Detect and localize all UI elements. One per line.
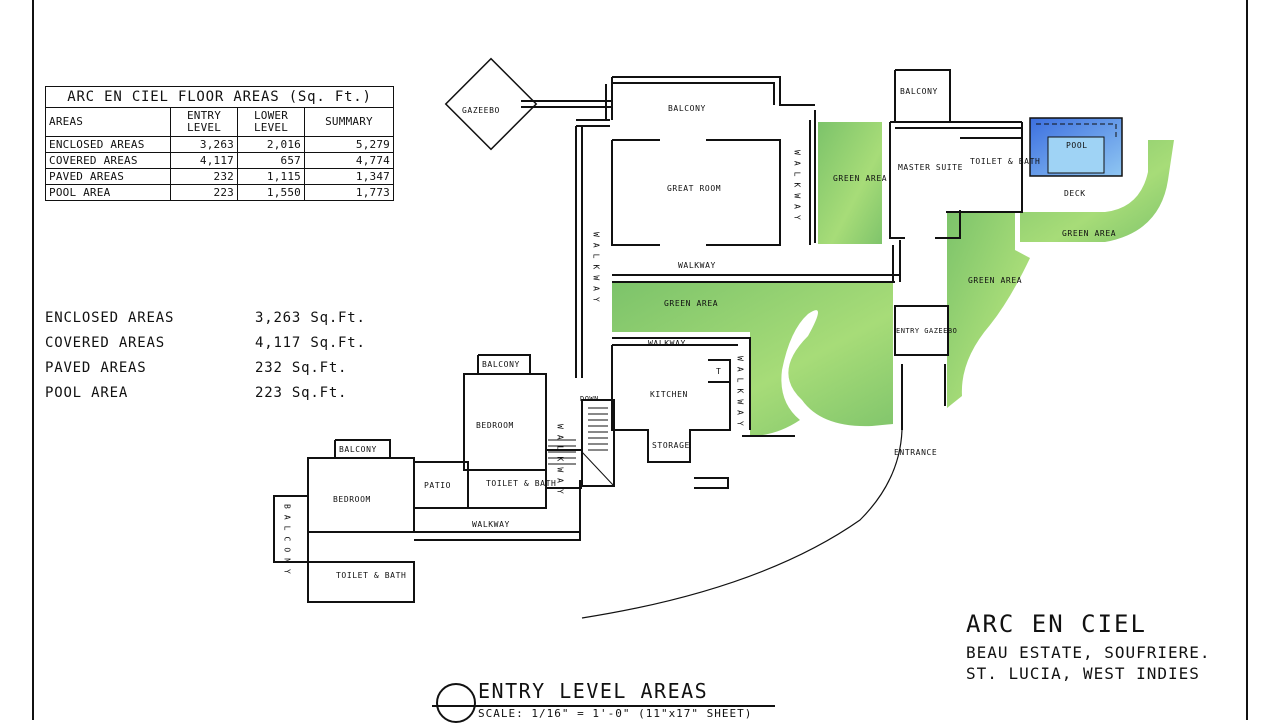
label-walkway-left: W A L K W A Y — [592, 232, 601, 302]
label-pool: POOL — [1066, 141, 1088, 150]
label-patio: PATIO — [424, 481, 451, 490]
label-walkway-kitchen-v: W A L K W A Y — [736, 356, 745, 426]
row-entry: 4,117 — [170, 152, 238, 169]
wall-lines — [273, 57, 1023, 619]
label-walkway-kitchen: WALKWAY — [648, 339, 686, 348]
drawing-title-underline — [432, 705, 775, 707]
label-balcony-top: BALCONY — [668, 104, 706, 113]
label-deck: DECK — [1064, 189, 1086, 198]
table-row: PAVED AREAS 232 1,115 1,347 — [45, 168, 394, 185]
table-header-row: AREAS ENTRY LEVEL LOWER LEVEL SUMMARY — [45, 107, 394, 137]
header-entry-level: ENTRY LEVEL — [170, 107, 238, 137]
summary-value: 4,117 Sq.Ft. — [255, 335, 366, 351]
drawing-title-circle — [436, 683, 476, 723]
project-title: ARC EN CIEL — [966, 610, 1147, 638]
table-row: ENCLOSED AREAS 3,263 2,016 5,279 — [45, 136, 394, 153]
green-area-1 — [818, 122, 882, 244]
summary-value: 3,263 Sq.Ft. — [255, 310, 366, 326]
label-toilet-bath-2: TOILET & BATH — [336, 571, 406, 580]
label-master-suite: MASTER SUITE — [898, 163, 963, 172]
header-lower-level: LOWER LEVEL — [237, 107, 305, 137]
label-bedroom-1: BEDROOM — [476, 421, 514, 430]
label-green-area-3: GREEN AREA — [968, 276, 1022, 285]
label-green-area-4: GREEN AREA — [664, 299, 718, 308]
summary-label: POOL AREA — [45, 385, 129, 401]
project-address-line2: ST. LUCIA, WEST INDIES — [966, 664, 1200, 683]
sheet-border-right — [1246, 0, 1248, 720]
row-area: POOL AREA — [45, 184, 171, 201]
row-area: PAVED AREAS — [45, 168, 171, 185]
label-entry-gazebo: ENTRY GAZEEBO — [896, 327, 957, 335]
label-entrance: ENTRANCE — [894, 448, 937, 457]
stair-lines — [548, 407, 615, 487]
label-down: DOWN — [580, 395, 599, 403]
drawing-scale: SCALE: 1/16" = 1'-0" (11"x17" SHEET) — [478, 707, 753, 720]
header-summary: SUMMARY — [304, 107, 394, 137]
label-green-area-1: GREEN AREA — [833, 174, 887, 183]
label-balcony-master: BALCONY — [900, 87, 938, 96]
label-gazebo: GAZEEBO — [462, 106, 500, 115]
room-labels: GAZEEBO BALCONY GREAT ROOM W A L K W A Y… — [283, 87, 1116, 580]
table-row: POOL AREA 223 1,550 1,773 — [45, 184, 394, 201]
label-walkway-bottom: WALKWAY — [472, 520, 510, 529]
label-kitchen: KITCHEN — [650, 390, 688, 399]
row-summary: 1,773 — [304, 184, 394, 201]
pool-edge-dashed — [1036, 123, 1117, 140]
green-area-2 — [1020, 140, 1174, 242]
row-lower: 2,016 — [237, 136, 305, 153]
label-walkway-right: W A L K W A Y — [793, 150, 802, 220]
summary-label: ENCLOSED AREAS — [45, 310, 175, 326]
label-green-area-2: GREEN AREA — [1062, 229, 1116, 238]
label-great-room: GREAT ROOM — [667, 184, 721, 193]
summary-label: COVERED AREAS — [45, 335, 165, 351]
label-balcony-bed2: BALCONY — [339, 445, 377, 454]
row-entry: 223 — [170, 184, 238, 201]
sheet-border-left — [32, 0, 34, 720]
pool-spa — [1047, 136, 1105, 174]
drawing-title: ENTRY LEVEL AREAS — [478, 679, 709, 703]
floor-areas-table: ARC EN CIEL FLOOR AREAS (Sq. Ft.) AREAS … — [45, 86, 394, 201]
label-toilet-bath-1: TOILET & BATH — [486, 479, 556, 488]
label-balcony-bed1: BALCONY — [482, 360, 520, 369]
label-storage: STORAGE — [652, 441, 690, 450]
label-t: T — [716, 367, 721, 376]
label-toilet-bath-master: TOILET & BATH — [970, 157, 1040, 166]
green-areas — [612, 122, 1174, 436]
label-walkway-stair: W A L K W A Y — [556, 424, 565, 494]
label-balcony-side: B A L C O N Y — [283, 504, 292, 574]
project-address-line1: BEAU ESTATE, SOUFRIERE. — [966, 643, 1211, 662]
summary-value: 232 Sq.Ft. — [255, 360, 348, 376]
label-bedroom-2: BEDROOM — [333, 495, 371, 504]
pool-group — [1029, 117, 1123, 177]
table-row: COVERED AREAS 4,117 657 4,774 — [45, 152, 394, 169]
row-lower: 1,550 — [237, 184, 305, 201]
summary-label: PAVED AREAS — [45, 360, 147, 376]
green-area-4 — [612, 282, 893, 436]
label-walkway-mid: WALKWAY — [678, 261, 716, 270]
row-lower: 1,115 — [237, 168, 305, 185]
table-title: ARC EN CIEL FLOOR AREAS (Sq. Ft.) — [45, 86, 394, 108]
green-area-3 — [947, 212, 1030, 408]
summary-value: 223 Sq.Ft. — [255, 385, 348, 401]
row-entry: 232 — [170, 168, 238, 185]
